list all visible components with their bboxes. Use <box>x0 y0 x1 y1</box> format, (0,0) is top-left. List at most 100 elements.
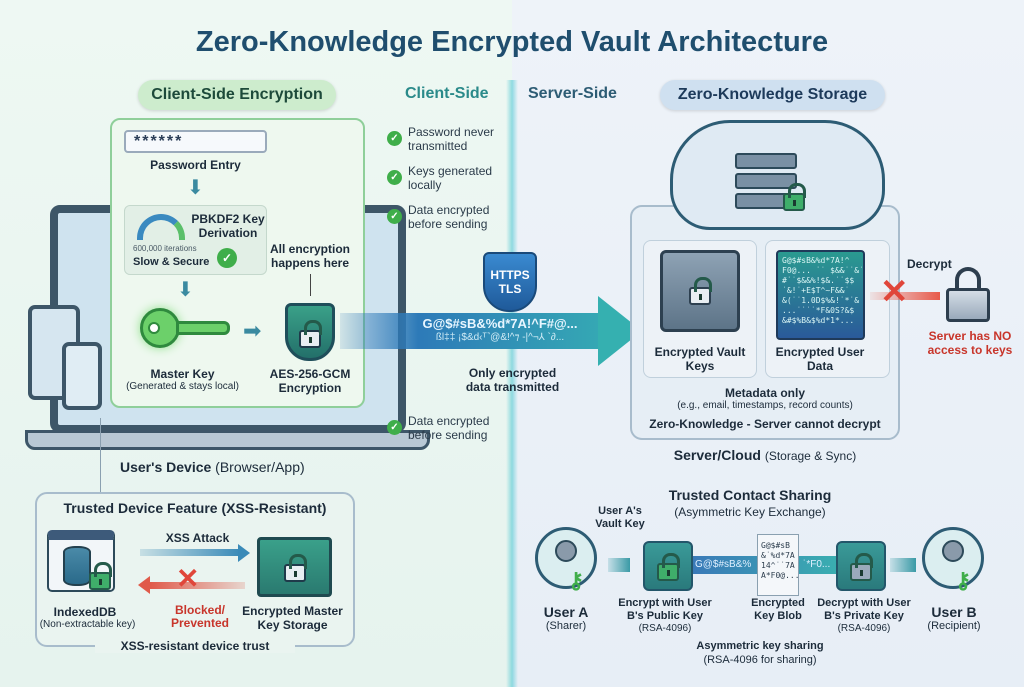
user-b-label: User B <box>931 604 977 620</box>
band-text: G@$#sB&% <box>695 559 752 570</box>
client-side-label: Client-Side <box>405 85 489 102</box>
server-cloud-label: Server/Cloud (Storage & Sync) <box>630 447 900 463</box>
iterations-label: 600,000 iterations <box>133 244 197 253</box>
tls-shield-icon: HTTPS TLS <box>483 252 537 312</box>
decrypt-label: Decrypt <box>907 257 952 271</box>
aes-sub: Encryption <box>278 381 342 395</box>
indexeddb-sub: (Non-extractable key) <box>39 619 136 630</box>
arrow-head <box>238 544 250 562</box>
master-key-sub: (Generated & stays local) <box>126 381 239 392</box>
aes-title: AES-256-GCM <box>269 367 351 381</box>
blocked-label: Blocked/ Prevented <box>170 603 230 630</box>
lock-icon <box>89 562 112 590</box>
trusted-device-title: Trusted Device Feature (XSS-Resistant) <box>63 500 327 516</box>
safe-icon <box>660 250 740 332</box>
encrypted-data-blob: G@$#sB&%d*7A!^ F0@... ˙˙ $&&˙˙&˙ #˙˙$&&%… <box>776 250 865 340</box>
all-encryption-note: All encryption happens here <box>269 242 350 270</box>
band-text: ˙*F0... <box>803 559 831 570</box>
cipher-text-line: G@$#sB&%d*7A!^F#@... <box>422 316 578 331</box>
lock-icon <box>284 554 307 582</box>
storage-label: Encrypted Master Key Storage <box>242 604 343 632</box>
checklist-item: Keys generated locally <box>408 164 493 192</box>
vault-keys-label: Encrypted Vault Keys <box>654 345 746 373</box>
arrow-right <box>608 558 630 572</box>
lock-icon <box>689 277 712 305</box>
slow-secure-label: Slow & Secure <box>133 256 210 268</box>
blocked-arrow <box>870 292 940 300</box>
blob-label: Encrypted Key Blob <box>751 597 805 622</box>
checklist-item: Data encrypted before sending <box>408 414 490 442</box>
no-access-note: Server has NO access to keys <box>927 329 1013 357</box>
key-blob-document: G@$#sB &˙%d*7A 14^˙˙7A A*F0@... <box>757 534 799 596</box>
metadata-sub: (e.g., email, timestamps, record counts) <box>677 400 853 411</box>
client-server-divider <box>506 80 518 687</box>
only-encrypted-caption: Only encrypted data transmitted <box>465 366 560 394</box>
cloud-icon <box>670 120 885 230</box>
user-a-avatar <box>535 527 597 589</box>
indexeddb-label: IndexedDB <box>53 605 117 619</box>
tls-label: HTTPS TLS <box>490 268 530 296</box>
user-b-sub: (Recipient) <box>927 620 981 632</box>
master-key-icon <box>140 308 234 352</box>
xss-attack-arrow <box>140 549 240 556</box>
pbkdf2-title: PBKDF2 Key Derivation <box>191 212 265 240</box>
sharing-footer-sub: (RSA-4096 for sharing) <box>703 654 817 666</box>
decrypt-label: Decrypt with User B's Private Key <box>817 597 911 622</box>
sharing-footer: Asymmetric key sharing <box>696 640 824 652</box>
callout-line <box>100 418 101 494</box>
xss-footer: XSS-resistant device trust <box>95 639 295 653</box>
user-data-label: Encrypted User Data <box>775 345 865 373</box>
arrow-down-icon: ⬇ <box>187 177 204 199</box>
database-icon <box>63 546 91 586</box>
server-rack-icon <box>735 153 797 213</box>
users-device-label: User's Device (Browser/App) <box>120 459 305 475</box>
cloud-sub: (Storage & Sync) <box>764 449 857 463</box>
encrypted-transit-arrow <box>340 313 600 349</box>
check-icon: ✓ <box>387 420 402 435</box>
master-key-label: Master Key <box>150 367 215 381</box>
lock-icon <box>657 553 680 581</box>
arrow-down-icon: ⬇ <box>177 279 194 301</box>
page-title: Zero-Knowledge Encrypted Vault Architect… <box>195 26 829 58</box>
lock-icon <box>299 320 322 348</box>
encrypt-lock-box <box>643 541 693 591</box>
gauge-icon <box>137 214 185 240</box>
browser-window-icon <box>47 530 115 592</box>
key-icon: ⚷ <box>568 568 585 593</box>
password-input[interactable]: ****** <box>124 130 267 153</box>
user-a-label: User A <box>543 604 589 620</box>
check-icon: ✓ <box>217 248 237 268</box>
check-icon: ✓ <box>387 170 402 185</box>
cipher-text-line: ßl‡‡ ¡$&d‹ᵀ˺@&!^⁊ -|^¬⅄ ˋ∂... <box>435 332 565 343</box>
check-icon: ✓ <box>387 209 402 224</box>
user-a-sub: (Sharer) <box>545 620 587 632</box>
pbkdf2-box: PBKDF2 Key Derivation 600,000 iterations… <box>124 205 267 275</box>
device-title: User's Device <box>120 459 212 475</box>
arrow-head <box>138 576 150 594</box>
check-icon: ✓ <box>387 131 402 146</box>
arrow-right <box>890 558 916 572</box>
padlock-icon <box>946 267 990 322</box>
zero-knowledge-pill: Zero-Knowledge Storage <box>660 80 885 110</box>
xss-attack-label: XSS Attack <box>165 531 230 545</box>
password-entry-label: Password Entry <box>150 158 241 172</box>
laptop-base <box>25 430 430 450</box>
client-side-pill: Client-Side Encryption <box>138 80 336 110</box>
device-sub: (Browser/App) <box>215 459 305 475</box>
phone-icon <box>62 342 102 410</box>
checklist-item: Data encrypted before sending <box>408 203 490 231</box>
lock-icon <box>783 183 806 211</box>
folder-icon <box>257 537 332 597</box>
key-icon: ⚷ <box>955 568 972 593</box>
unlock-icon <box>850 553 873 581</box>
zero-knowledge-note: Zero-Knowledge - Server cannot decrypt <box>649 417 881 431</box>
cloud-title: Server/Cloud <box>673 447 761 463</box>
sharing-title: Trusted Contact Sharing <box>668 487 832 503</box>
decrypt-sub: (RSA-4096) <box>837 623 891 634</box>
vault-key-label: User A's Vault Key <box>595 505 645 530</box>
encrypt-sub: (RSA-4096) <box>638 623 692 634</box>
callout-line <box>310 274 311 296</box>
arrow-right-icon: ➡ <box>243 318 262 343</box>
sharing-subtitle: (Asymmetric Key Exchange) <box>674 505 826 519</box>
